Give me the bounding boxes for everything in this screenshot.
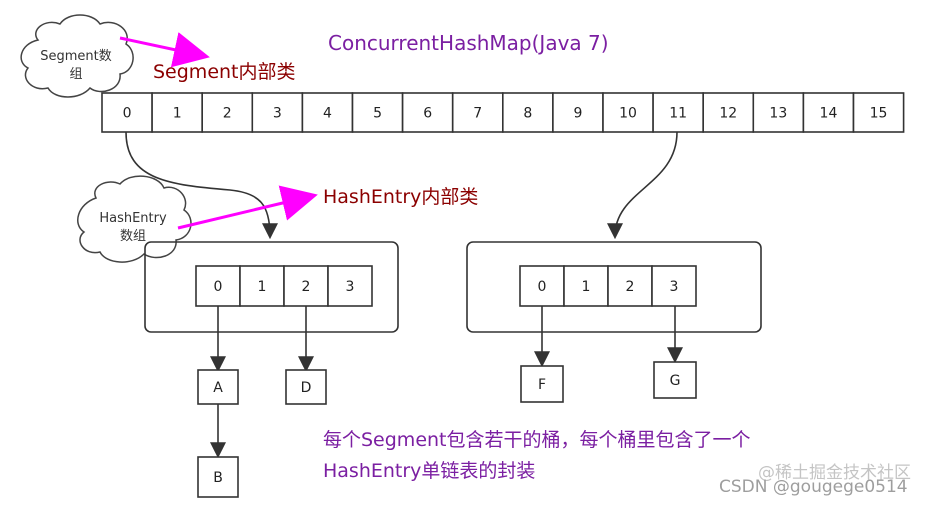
diagram-title: ConcurrentHashMap(Java 7) bbox=[328, 31, 609, 55]
left-bucket-cell-2: 2 bbox=[283, 265, 329, 307]
segment-cell-label-12: 12 bbox=[719, 106, 737, 122]
hashentry-array-cloud: HashEntry 数组 bbox=[77, 175, 192, 263]
node-f: F bbox=[520, 365, 564, 403]
segment-cell-label-10: 10 bbox=[619, 106, 637, 122]
segment-cell-label-3: 3 bbox=[273, 106, 282, 122]
segment0-container bbox=[144, 241, 399, 333]
segment-cell-13: 13 bbox=[752, 92, 805, 133]
right-bucket-cell-label-3: 3 bbox=[670, 279, 679, 295]
right-bucket-cell-0: 0 bbox=[519, 265, 565, 307]
segment-cell-label-14: 14 bbox=[820, 106, 838, 122]
segment11-container bbox=[466, 241, 762, 333]
segment11-link-arrow bbox=[607, 131, 678, 240]
right-bucket-cell-2: 2 bbox=[607, 265, 653, 307]
svg-text:D: D bbox=[301, 380, 312, 396]
left-bucket-cell-label-0: 0 bbox=[214, 279, 223, 295]
node-b: B bbox=[197, 456, 239, 498]
left-bucket-cell-label-2: 2 bbox=[302, 279, 311, 295]
segment-cell-label-9: 9 bbox=[573, 106, 582, 122]
segment-cell-6: 6 bbox=[401, 92, 454, 133]
segment-cell-4: 4 bbox=[301, 92, 354, 133]
segment-cell-12: 12 bbox=[702, 92, 755, 133]
segment-cell-5: 5 bbox=[351, 92, 404, 133]
segment-cell-11: 11 bbox=[652, 92, 704, 133]
segment-cell-8: 8 bbox=[501, 92, 554, 133]
segment-cell-label-5: 5 bbox=[373, 106, 382, 122]
hashentry-inner-class-label: HashEntry内部类 bbox=[323, 186, 478, 208]
watermark: CSDN @gougege0514 bbox=[719, 477, 908, 497]
watermark-overlay: @稀土掘金技术社区 bbox=[758, 463, 911, 483]
segment-cell-label-7: 7 bbox=[473, 106, 482, 122]
right-bucket-cell-3: 3 bbox=[651, 265, 697, 307]
right-bucket-cell-label-0: 0 bbox=[538, 279, 547, 295]
left-bucket-cell-0: 0 bbox=[195, 265, 241, 307]
svg-text:B: B bbox=[213, 470, 223, 486]
segment-array-cloud: Segment数 组 bbox=[20, 14, 134, 98]
node-g: G bbox=[653, 361, 697, 399]
right-bucket-cell-1: 1 bbox=[563, 265, 609, 307]
segment-cell-label-13: 13 bbox=[769, 106, 787, 122]
left-bucket-cell-label-3: 3 bbox=[346, 279, 355, 295]
segment-cell-3: 3 bbox=[251, 92, 304, 133]
hashentry-cloud-line1: HashEntry bbox=[99, 211, 167, 226]
segment-inner-class-label: Segment内部类 bbox=[153, 61, 296, 83]
note-line2: HashEntry单链表的封装 bbox=[323, 460, 535, 482]
segment-cell-14: 14 bbox=[802, 92, 855, 133]
segment-cell-2: 2 bbox=[201, 92, 254, 133]
node-a: A bbox=[197, 369, 239, 405]
right-bucket-cell-label-2: 2 bbox=[626, 279, 635, 295]
segment-cell-0: 0 bbox=[101, 92, 153, 133]
segment-cell-9: 9 bbox=[552, 92, 604, 133]
hashentry-pointer-arrow bbox=[177, 185, 318, 230]
segment-cell-label-0: 0 bbox=[123, 106, 132, 122]
right-hashentry-table: 0 1 2 3 bbox=[519, 265, 697, 307]
node-d: D bbox=[285, 369, 327, 405]
hashentry-cloud-line2: 数组 bbox=[120, 229, 146, 244]
segment-cell-label-2: 2 bbox=[223, 106, 232, 122]
right-bucket-cell-label-1: 1 bbox=[582, 279, 591, 295]
left-bucket-cell-1: 1 bbox=[239, 265, 285, 307]
segment-cell-10: 10 bbox=[602, 92, 654, 133]
left-bucket-cell-label-1: 1 bbox=[258, 279, 267, 295]
segment-cell-label-4: 4 bbox=[323, 106, 332, 122]
segment-cell-label-1: 1 bbox=[173, 106, 182, 122]
segment-cell-label-6: 6 bbox=[423, 106, 432, 122]
segment-cell-label-11: 11 bbox=[669, 106, 687, 122]
note-line1: 每个Segment包含若干的桶，每个桶里包含了一个 bbox=[323, 429, 751, 451]
left-hashentry-table: 0 1 2 3 bbox=[195, 265, 373, 307]
segment-cell-7: 7 bbox=[451, 92, 504, 133]
segment-pointer-arrow bbox=[119, 32, 210, 68]
segment-cell-label-8: 8 bbox=[523, 106, 532, 122]
left-bucket-cell-3: 3 bbox=[327, 265, 373, 307]
segment0-link-arrow bbox=[125, 131, 278, 240]
segment-cell-15: 15 bbox=[852, 92, 905, 133]
segment-cell-1: 1 bbox=[151, 92, 204, 133]
segment-cloud-line1: Segment数 bbox=[40, 49, 112, 64]
svg-text:F: F bbox=[538, 377, 546, 393]
segment-cloud-line2: 组 bbox=[69, 67, 82, 82]
svg-text:G: G bbox=[670, 373, 681, 389]
svg-text:A: A bbox=[213, 380, 223, 396]
segment-cell-label-15: 15 bbox=[870, 106, 888, 122]
